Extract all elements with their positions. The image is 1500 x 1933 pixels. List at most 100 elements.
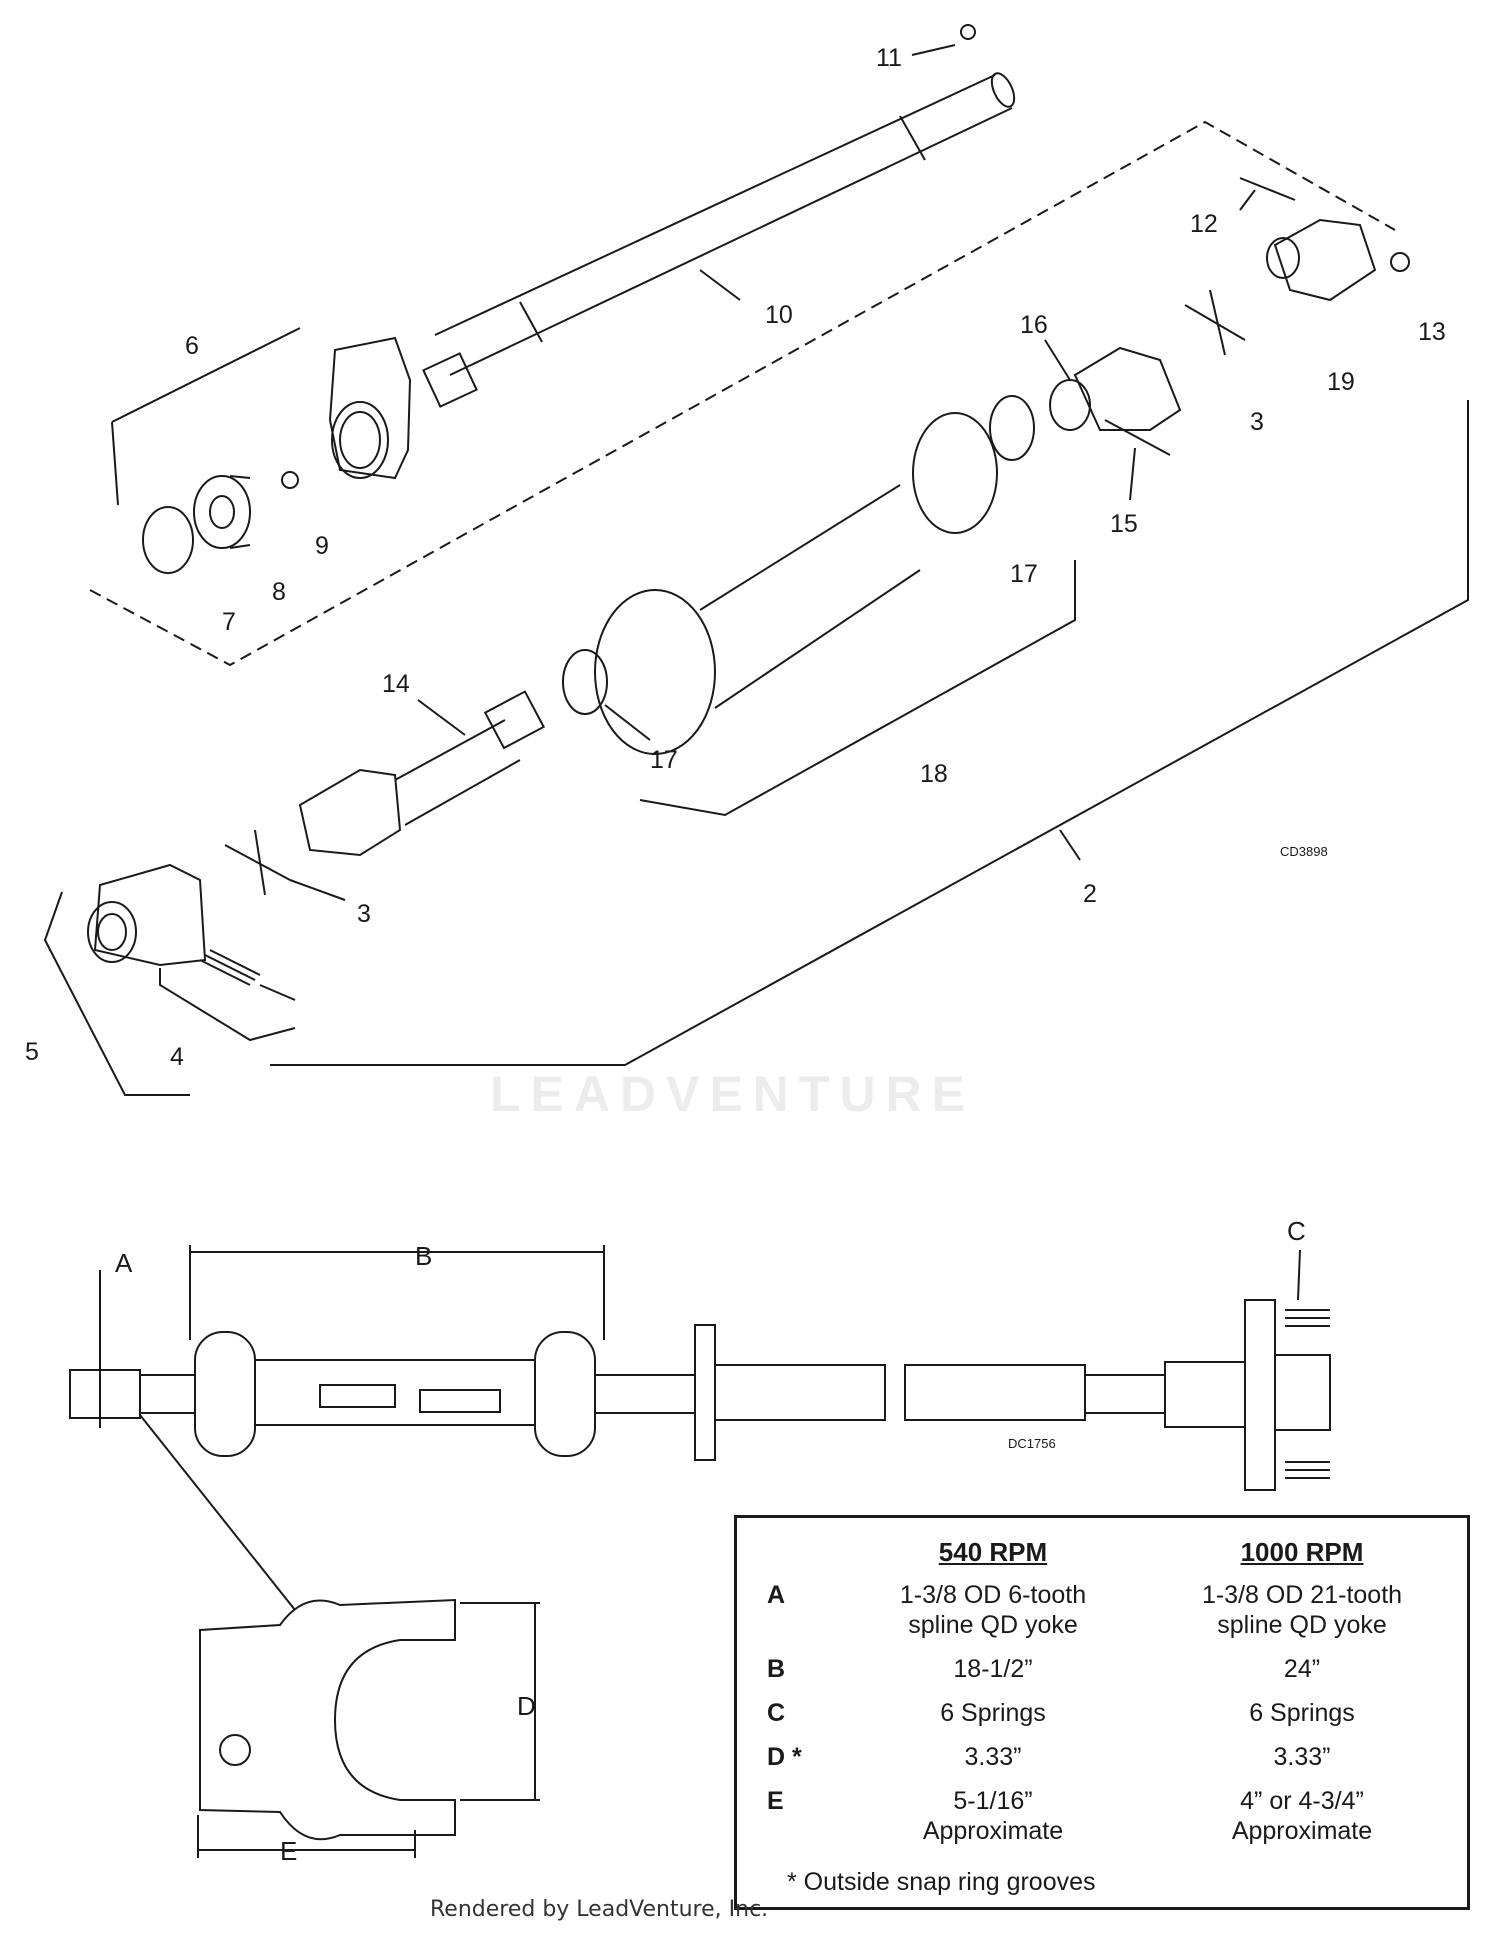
leader-14 [417, 699, 466, 736]
part-label-13: 13 [1418, 318, 1446, 346]
bearing-bracket-part-6 [328, 336, 412, 480]
bearing-part-8 [193, 475, 251, 549]
cross-part-3b [224, 829, 291, 896]
part-label-10: 10 [765, 301, 793, 329]
leader-17b [604, 704, 651, 741]
assembled-driveline [69, 1270, 1331, 1491]
spec-value: 24” [1283, 1655, 1321, 1683]
part-label-14: 14 [382, 670, 410, 698]
leader-3b [289, 879, 346, 901]
dim-label-b: B [415, 1241, 432, 1271]
spec-value: 18-1/2” [953, 1655, 1033, 1683]
part-label-18: 18 [920, 760, 948, 788]
spec-value: Approximate [922, 1817, 1064, 1845]
figure-code-top: CD3898 [1280, 844, 1328, 859]
group-outline-6 [89, 120, 1396, 667]
spec-value: 6 Springs [1249, 1699, 1355, 1727]
part-label-12: 12 [1190, 210, 1218, 238]
part-label-7: 7 [222, 608, 236, 636]
spec-key: C [767, 1699, 786, 1727]
group-outline-2 [270, 400, 1469, 1066]
yoke-part-19 [1266, 218, 1377, 302]
part-label-4: 4 [170, 1043, 184, 1071]
spec-value: spline QD yoke [908, 1611, 1078, 1639]
leader-16 [1044, 339, 1071, 381]
grease-fitting-part-9 [281, 471, 299, 489]
leader-12 [1239, 189, 1256, 211]
part-label-17b: 17 [650, 746, 678, 774]
yoke-part-16 [1049, 346, 1182, 431]
spec-header-540: 540 RPM [938, 1537, 1048, 1567]
spec-header-blank [767, 1536, 842, 1580]
part-label-3a: 3 [1250, 408, 1264, 436]
spec-footnote: * Outside snap ring grooves [787, 1868, 1096, 1896]
pin-part-15 [1104, 419, 1171, 456]
group-outline-5 [43, 891, 190, 1096]
part-label-9: 9 [315, 532, 329, 560]
spec-header-1000: 1000 RPM [1240, 1537, 1364, 1567]
leader-group-6b [111, 421, 119, 506]
part-label-6: 6 [185, 332, 199, 360]
cross-part-3a [1184, 289, 1246, 356]
spec-value: 5-1/16” [953, 1787, 1033, 1815]
spec-value: 6 Springs [940, 1699, 1046, 1727]
dim-label-a: A [115, 1248, 133, 1278]
shaft-yoke-part-14 [298, 690, 546, 857]
part-label-11: 11 [876, 44, 902, 72]
bearing-ring-part-17a [989, 395, 1035, 461]
part-label-2: 2 [1083, 880, 1097, 908]
spec-value: 3.33” [1273, 1743, 1331, 1771]
spec-value: 1-3/8 OD 6-tooth [899, 1581, 1087, 1609]
dim-label-d: D [517, 1691, 536, 1721]
spec-row-b: B 18-1/2” 24” [767, 1654, 1460, 1698]
dim-c-leader [1297, 1249, 1301, 1301]
grease-fitting-part-11 [960, 24, 976, 40]
bearing-ring-part-17b [562, 649, 608, 715]
spec-value: 1-3/8 OD 21-tooth [1201, 1581, 1403, 1609]
spec-key: E [767, 1787, 784, 1815]
group-outline-4 [159, 968, 296, 1042]
spec-key: D * [767, 1743, 802, 1771]
spring-pin-part-4 [199, 949, 296, 1001]
spec-value: spline QD yoke [1217, 1611, 1387, 1639]
leader-2 [1059, 829, 1081, 861]
spec-row-e: E 5-1/16”Approximate 4” or 4-3/4”Approxi… [767, 1786, 1460, 1846]
part-label-19: 19 [1327, 368, 1355, 396]
spec-key: B [767, 1655, 786, 1683]
part-label-16: 16 [1020, 311, 1048, 339]
figure-code-bottom: DC1756 [1008, 1436, 1056, 1451]
group-outline-18 [639, 560, 1076, 817]
part-label-5: 5 [25, 1038, 39, 1066]
spec-value: 4” or 4-3/4” [1240, 1787, 1364, 1815]
spec-key: A [767, 1581, 786, 1609]
spec-row-c: C 6 Springs 6 Springs [767, 1698, 1460, 1742]
leader-group-6 [111, 327, 301, 423]
qd-yoke-part-5 [87, 863, 207, 967]
spec-row-d: D * 3.33” 3.33” [767, 1742, 1460, 1786]
snap-ring-part-7 [142, 506, 194, 574]
spec-value: Approximate [1231, 1817, 1373, 1845]
watermark: LEADVENTURE [490, 1066, 976, 1122]
part-label-15: 15 [1110, 510, 1138, 538]
part-label-3b: 3 [357, 900, 371, 928]
part-label-8: 8 [272, 578, 286, 606]
yoke-detail-drawing [199, 1598, 456, 1841]
nut-part-13 [1390, 252, 1410, 272]
part-label-17a: 17 [1010, 560, 1038, 588]
leader-10 [699, 269, 741, 301]
dim-label-e: E [280, 1836, 297, 1866]
render-credit: Rendered by LeadVenture, Inc. [430, 1897, 769, 1922]
dim-label-c: C [1287, 1216, 1306, 1246]
shield-part-18 [594, 412, 998, 755]
spec-value: 3.33” [964, 1743, 1022, 1771]
leader-15 [1129, 447, 1136, 501]
inner-shaft-part-10 [422, 72, 1016, 408]
bolt-part-12 [1239, 177, 1296, 201]
yoke-detail-leader [139, 1414, 296, 1611]
leader-11 [911, 44, 956, 56]
